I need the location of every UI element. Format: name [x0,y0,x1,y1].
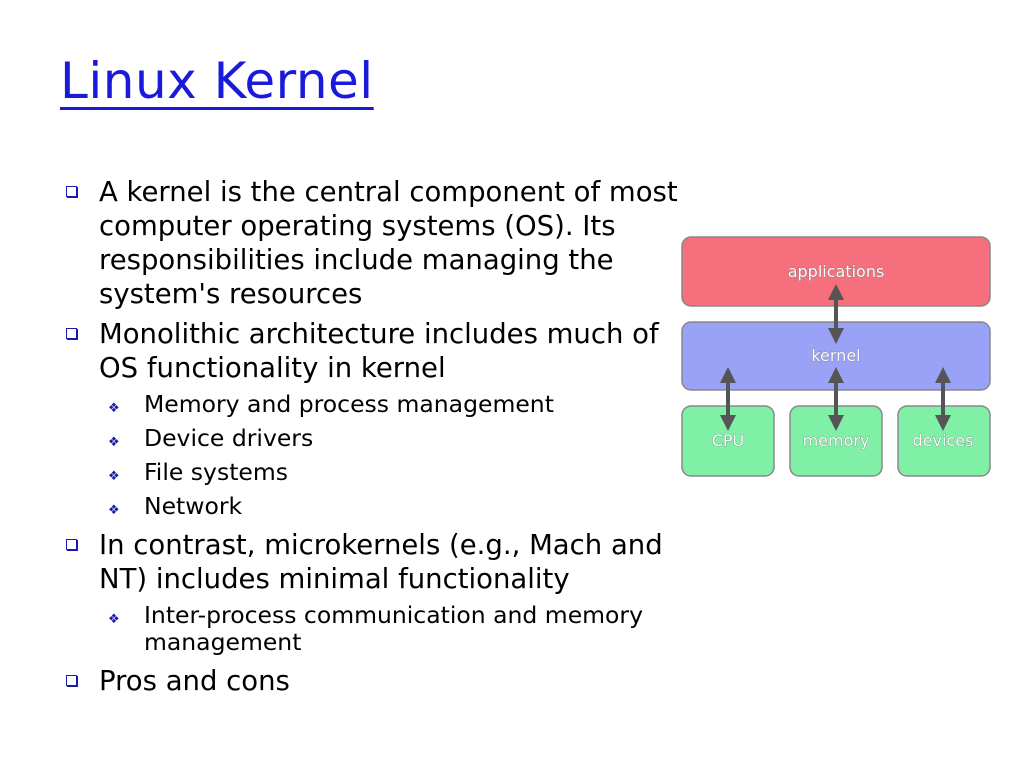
bullet-item: Pros and cons [62,664,702,698]
square-bullet-icon [66,539,77,550]
sub-bullet-item: ❖ File systems [62,459,702,486]
bullet-item: Monolithic architecture includes much of… [62,317,702,385]
bullet-item: In contrast, microkernels (e.g., Mach an… [62,528,702,596]
sub-bullet-list: ❖ Inter-process communication and memory… [62,602,702,656]
diamond-bullet-icon: ❖ [108,469,120,484]
diamond-bullet-icon: ❖ [108,612,120,627]
diamond-bullet-icon: ❖ [108,401,120,416]
memory-label: memory [803,431,870,450]
sub-bullet-text: Inter-process communication and memory m… [144,601,643,656]
diamond-bullet-icon: ❖ [108,503,120,518]
sub-bullet-item: ❖ Network [62,493,702,520]
devices-label: devices [913,431,974,450]
square-bullet-icon [66,186,77,197]
cpu-label: CPU [712,431,745,450]
applications-label: applications [788,262,885,281]
sub-bullet-item: ❖ Device drivers [62,425,702,452]
sub-bullet-item: ❖ Memory and process management [62,391,702,418]
kernel-architecture-diagram: applications kernel CPU memory devices [681,236,991,477]
sub-bullet-text: File systems [144,458,288,486]
sub-bullet-text: Network [144,492,243,520]
sub-bullet-item: ❖ Inter-process communication and memory… [62,602,702,656]
bullet-text: Pros and cons [99,665,290,697]
slide-title: Linux Kernel [60,52,374,110]
square-bullet-icon [66,675,77,686]
diamond-bullet-icon: ❖ [108,435,120,450]
sub-bullet-text: Memory and process management [144,390,554,418]
bullet-text: A kernel is the central component of mos… [99,176,678,310]
sub-bullet-list: ❖ Memory and process management ❖ Device… [62,391,702,520]
sub-bullet-text: Device drivers [144,424,314,452]
square-bullet-icon [66,328,77,339]
bullet-text: Monolithic architecture includes much of… [99,318,659,384]
bullet-text: In contrast, microkernels (e.g., Mach an… [99,529,663,595]
bullet-list: A kernel is the central component of mos… [62,175,702,704]
kernel-label: kernel [811,346,860,365]
bullet-item: A kernel is the central component of mos… [62,175,702,311]
